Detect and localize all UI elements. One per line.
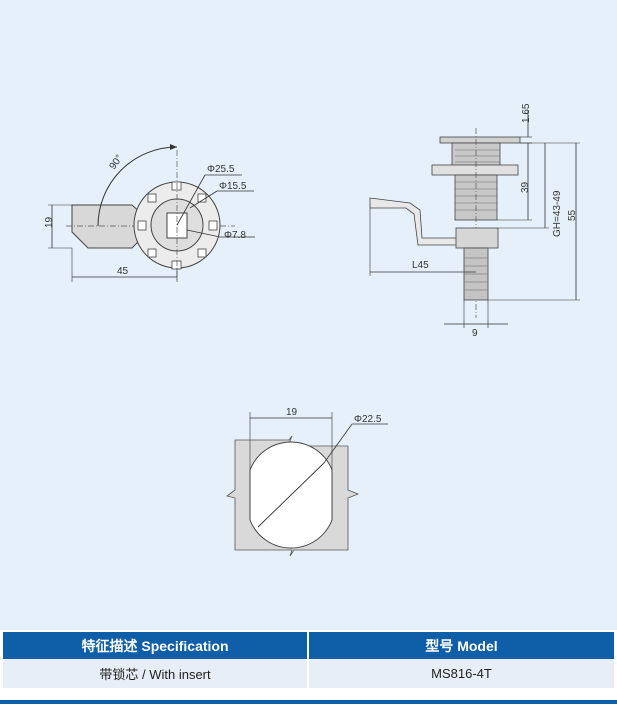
header-model: 型号 Model: [308, 632, 614, 659]
rotation-arc: [97, 146, 178, 227]
leader-dia-small: [186, 229, 221, 238]
height-label: 19: [44, 216, 55, 228]
length-label: 45: [117, 266, 129, 277]
arm-label: L45: [412, 260, 429, 271]
bottom-rule: [0, 700, 617, 704]
spec-table: 特征描述 Specification 型号 Model 带锁芯 / With i…: [3, 632, 614, 688]
width-label: 9: [472, 328, 478, 339]
dia-inner-label: Φ15.5: [219, 181, 247, 192]
cam-arm: [71, 204, 143, 249]
spindle-thread-lines: [464, 257, 488, 291]
side-view: 1.65 39 GH=43-49 55 L45 9: [369, 103, 580, 339]
header-specification: 特征描述 Specification: [3, 632, 309, 659]
total-label: 55: [567, 209, 578, 221]
technical-drawing: 90° Φ25.5 Φ15.5 Φ7.8 19 45: [44, 103, 580, 557]
gh-label: GH=43-49: [552, 190, 563, 237]
leader-dia-inner: [189, 190, 218, 209]
drawing-sheet: 90° Φ25.5 Φ15.5 Φ7.8 19 45: [0, 0, 617, 630]
hub: [455, 227, 499, 249]
cutout-view: Φ22.5 19: [226, 407, 388, 557]
front-view: 90° Φ25.5 Φ15.5 Φ7.8 19 45: [44, 144, 255, 282]
flange: [439, 136, 521, 144]
top-label: 1.65: [521, 103, 532, 123]
dia-small-label: Φ7.8: [224, 230, 246, 241]
cutout-dia-label: Φ22.5: [354, 414, 382, 425]
cutout-leader: [323, 423, 353, 464]
cutout-diagonal: [257, 462, 325, 528]
notch-ring: [137, 181, 218, 270]
cutout-width-label: 19: [286, 407, 298, 418]
cell-model: MS816-4T: [308, 659, 614, 688]
leader-dia-outer: [176, 174, 206, 226]
thread-label: 39: [520, 181, 531, 193]
arc-arrow: [170, 144, 177, 150]
dia-outer-label: Φ25.5: [207, 164, 235, 175]
spec-table-header: 特征描述 Specification 型号 Model: [3, 632, 614, 659]
nut: [431, 164, 519, 176]
table-row: 带锁芯 / With insert MS816-4T: [3, 659, 614, 688]
cell-specification: 带锁芯 / With insert: [3, 659, 309, 688]
side-cam-arm: [369, 197, 459, 246]
